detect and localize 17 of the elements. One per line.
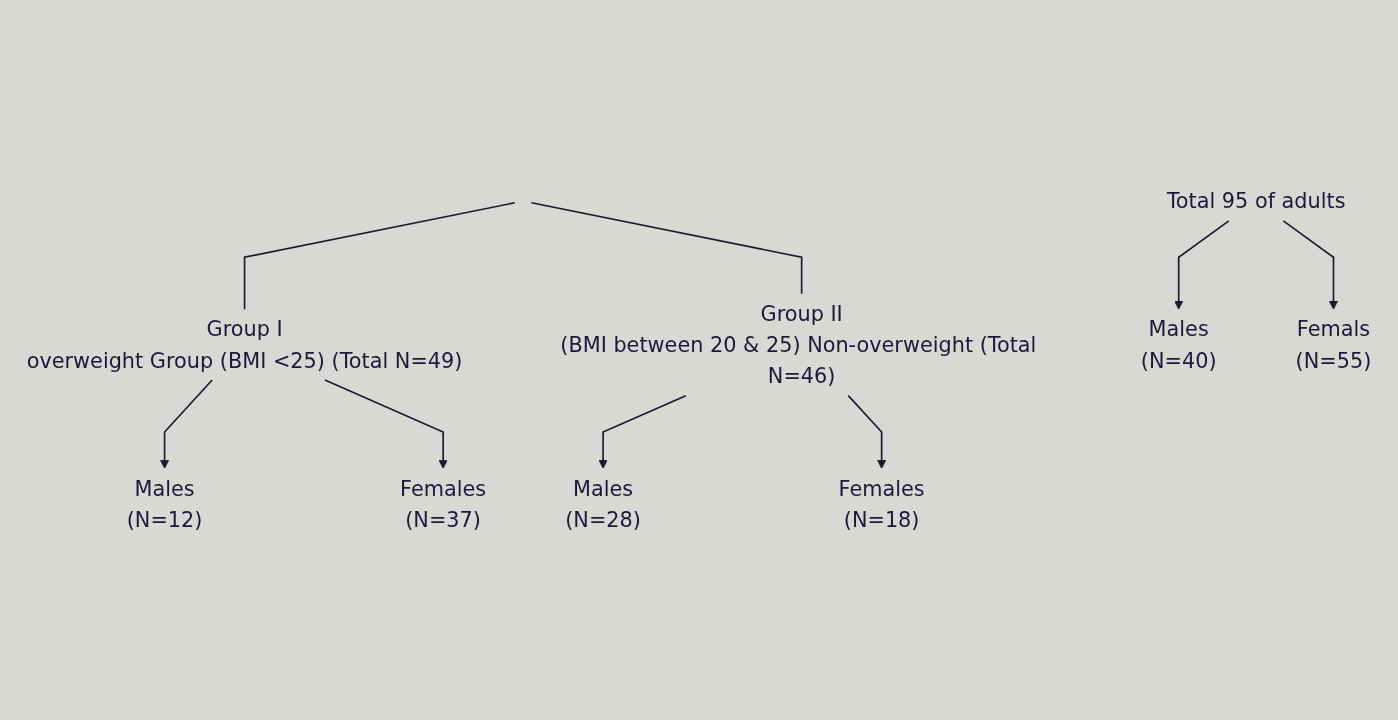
connector-line <box>243 201 516 310</box>
node-label: Females (N=37) <box>400 475 487 532</box>
arrow <box>1282 219 1339 310</box>
node-label: Males (N=12) <box>126 475 203 532</box>
node-label: Group II (BMI between 20 & 25) Non-overweight (Total N=46) <box>560 300 1037 389</box>
node-label: Males (N=28) <box>565 475 641 532</box>
connector-line <box>530 201 803 295</box>
arrow <box>847 394 887 469</box>
arrow <box>160 378 213 469</box>
arrow <box>1174 219 1230 310</box>
node-label: Males (N=40) <box>1140 316 1217 373</box>
arrow <box>598 394 687 469</box>
node-label: Females (N=18) <box>838 475 925 532</box>
node-label: Group I overweight Group (BMI <25) (Total N=49) <box>26 316 463 373</box>
node-label: Femals (N=55) <box>1295 316 1372 373</box>
arrow <box>324 378 448 469</box>
node-label: Total 95 of adults <box>1166 188 1346 214</box>
